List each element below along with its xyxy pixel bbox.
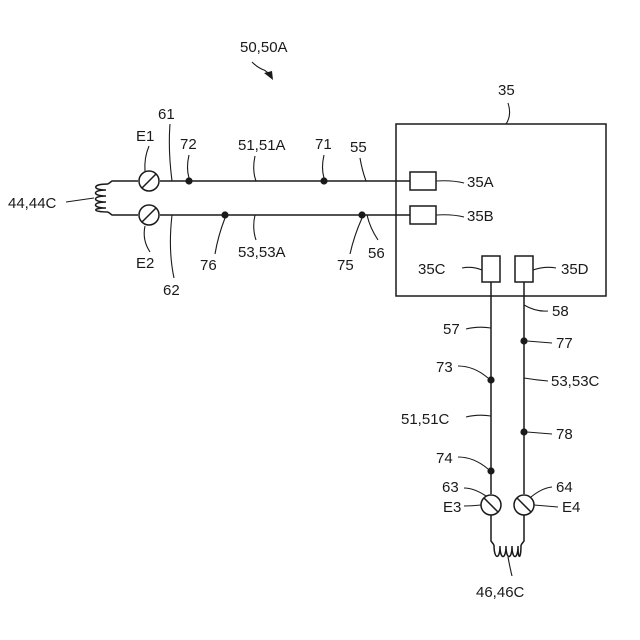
label-wire-top-a: 51,51A — [238, 137, 286, 154]
electrode-e1 — [139, 171, 159, 191]
label-61: 61 — [158, 106, 175, 123]
electrode-e2 — [139, 205, 159, 225]
node-74 — [487, 467, 494, 474]
terminal-35c — [482, 256, 500, 282]
node-75 — [358, 211, 365, 218]
leader-72 — [188, 155, 190, 178]
label-35c: 35C — [418, 261, 446, 278]
label-35d: 35D — [561, 261, 589, 278]
label-73: 73 — [436, 359, 453, 376]
leader-wire-bottom-a — [254, 215, 256, 240]
label-wire-left-c: 51,51C — [401, 411, 450, 428]
leader-35a — [436, 181, 464, 183]
node-77 — [520, 337, 527, 344]
label-72: 72 — [180, 136, 197, 153]
leader-61 — [169, 124, 172, 181]
leader-35d — [533, 267, 556, 270]
unit-label: 35 — [498, 82, 515, 99]
unit-leader — [506, 103, 510, 124]
leader-64 — [531, 487, 552, 497]
leader-75 — [350, 218, 362, 254]
label-74: 74 — [436, 450, 453, 467]
leader-76 — [215, 218, 225, 254]
leader-e4 — [534, 505, 558, 507]
assembly-label: 50,50A — [240, 39, 288, 56]
label-35a: 35A — [467, 174, 494, 191]
label-58: 58 — [552, 303, 569, 320]
terminal-35b — [410, 206, 436, 224]
electrode-e3 — [481, 495, 501, 515]
leader-77 — [527, 341, 552, 343]
leader-73 — [458, 366, 488, 378]
coil-left — [96, 181, 139, 215]
label-78: 78 — [556, 426, 573, 443]
leader-78 — [527, 432, 552, 434]
leader-wire-right-c — [524, 378, 548, 381]
label-56: 56 — [368, 245, 385, 262]
node-72 — [185, 177, 192, 184]
leader-63 — [464, 488, 486, 496]
leader-wire-left-c — [466, 415, 491, 417]
label-wire-right-c: 53,53C — [551, 373, 600, 390]
terminal-35a — [410, 172, 436, 190]
label-wire-bottom-a: 53,53A — [238, 244, 286, 261]
label-62: 62 — [163, 282, 180, 299]
label-75: 75 — [337, 257, 354, 274]
label-77: 77 — [556, 335, 573, 352]
label-71: 71 — [315, 136, 332, 153]
leader-71 — [323, 155, 325, 178]
leader-e2 — [144, 226, 150, 252]
node-71 — [320, 177, 327, 184]
coil-bottom — [491, 515, 524, 557]
node-76 — [221, 211, 228, 218]
leader-wire-top-a — [254, 156, 256, 181]
label-57: 57 — [443, 321, 460, 338]
leader-coil-left — [66, 198, 94, 202]
label-35b: 35B — [467, 208, 494, 225]
label-64: 64 — [556, 479, 573, 496]
leader-35c — [462, 267, 482, 270]
leader-coil-bottom — [508, 557, 512, 576]
leader-56 — [367, 215, 378, 240]
label-e4: E4 — [562, 499, 580, 516]
leader-74 — [458, 457, 488, 469]
leader-55 — [360, 158, 366, 181]
leader-58 — [524, 305, 548, 311]
leader-e1 — [145, 146, 149, 171]
terminal-35d — [515, 256, 533, 282]
leader-62 — [170, 215, 174, 278]
electrode-e4 — [514, 495, 534, 515]
node-73 — [487, 376, 494, 383]
label-e1: E1 — [136, 128, 154, 145]
label-76: 76 — [200, 257, 217, 274]
label-63: 63 — [442, 479, 459, 496]
leader-35b — [436, 215, 464, 217]
leader-57 — [466, 327, 491, 329]
label-e3: E3 — [443, 499, 461, 516]
node-78 — [520, 428, 527, 435]
label-coil-left: 44,44C — [8, 195, 57, 212]
label-55: 55 — [350, 139, 367, 156]
label-e2: E2 — [136, 255, 154, 272]
leader-e3 — [464, 505, 481, 506]
assembly-arrow — [252, 62, 273, 80]
label-coil-bottom: 46,46C — [476, 584, 525, 601]
